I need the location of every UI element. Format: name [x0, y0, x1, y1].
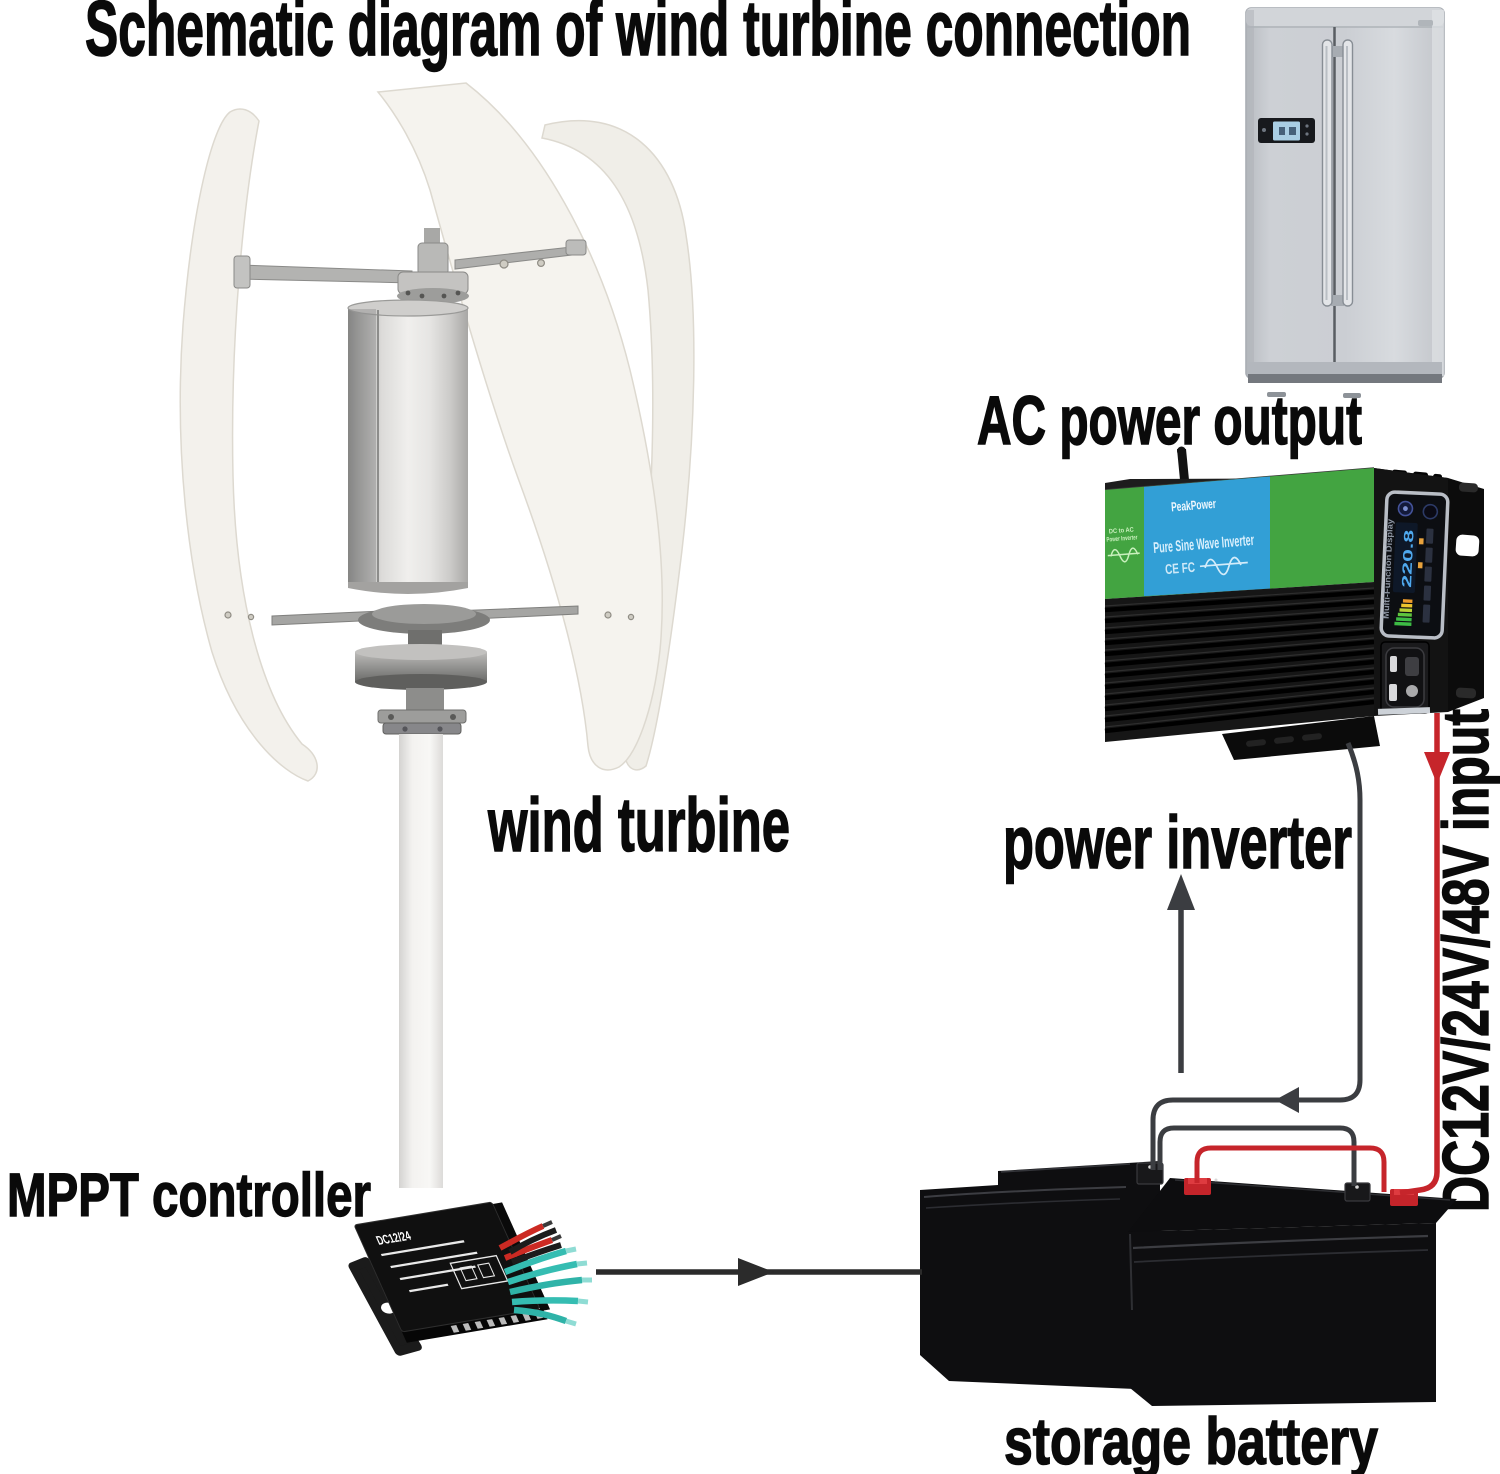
svg-text:storage battery: storage battery — [1004, 1404, 1378, 1474]
svg-text:DC12V/24V/48V input: DC12V/24V/48V input — [1429, 709, 1500, 1212]
svg-text:DC12/24: DC12/24 — [374, 1229, 413, 1248]
svg-text:DC to AC: DC to AC — [1109, 526, 1135, 535]
svg-text:Power Inverter: Power Inverter — [1106, 534, 1138, 543]
svg-text:wind turbine: wind turbine — [487, 783, 790, 868]
svg-text:MPPT controller: MPPT controller — [7, 1161, 371, 1229]
svg-text:Multi-Function Display: Multi-Function Display — [1381, 518, 1395, 619]
svg-text:AC power output: AC power output — [977, 382, 1362, 459]
svg-text:PeakPower: PeakPower — [1170, 496, 1216, 515]
svg-text:220.8: 220.8 — [1399, 529, 1417, 588]
svg-text:CE FC: CE FC — [1164, 559, 1195, 577]
svg-text:Schematic diagram of wind turb: Schematic diagram of wind turbine connec… — [85, 0, 1191, 72]
svg-text:power inverter: power inverter — [1003, 801, 1352, 884]
